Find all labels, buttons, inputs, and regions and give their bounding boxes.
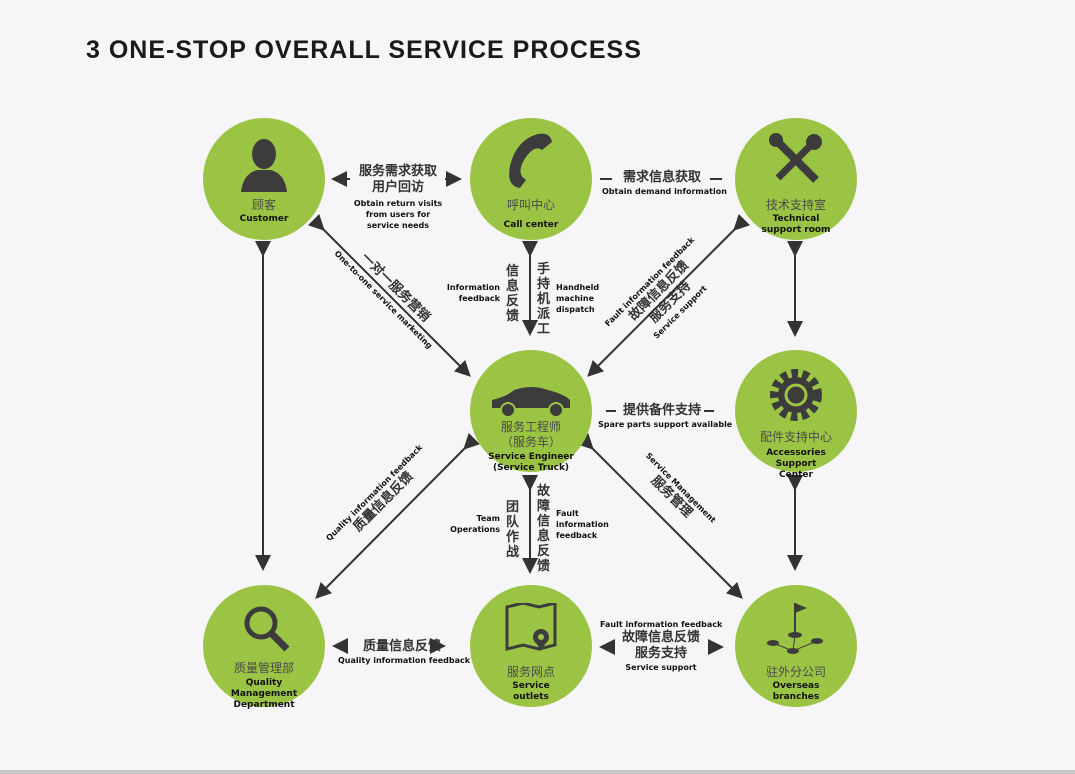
node-call-zh: 呼叫中心 — [506, 198, 555, 212]
label-zh: 团队作战 — [505, 500, 519, 560]
label-zh: 需求信息获取 — [622, 170, 701, 185]
node-overseas: 驻外分公司 Overseas branches — [735, 585, 857, 707]
node-accessories: 配件支持中心 Accessories Support Center — [735, 350, 857, 480]
node-accessories-en: Accessories Support Center — [766, 448, 826, 480]
node-overseas-zh: 驻外分公司 — [765, 665, 826, 679]
label-en: Spare parts support available — [598, 420, 733, 429]
label-zh: 故障信息反馈 — [621, 630, 700, 645]
node-tech-zh: 技术支持室 — [765, 198, 826, 212]
node-customer-zh: 顾客 — [251, 198, 276, 212]
label-en: Service support — [625, 663, 697, 672]
arrow-engineer-overseas — [576, 432, 743, 599]
arrow-tech-engineer — [587, 213, 751, 377]
node-service-engineer: 服务工程师（服务车） Service Engineer (Service Tru… — [470, 350, 592, 473]
node-outlets: 服务网点 Service outlets — [470, 585, 592, 707]
gear-icon — [770, 369, 822, 421]
label-zh: 信息反馈 — [505, 264, 519, 324]
label-zh: 质量信息反馈 — [362, 639, 441, 654]
label-en: Quality information feedback — [338, 656, 471, 665]
label-zh: 提供备件支持 — [622, 403, 701, 418]
label-en: Obtain return visits from users for serv… — [353, 199, 443, 230]
label-zh: 服务需求获取 — [358, 164, 437, 179]
network-flag-icon — [767, 603, 823, 654]
label-zh: 故障信息反馈 — [536, 484, 550, 574]
label-zh: 用户回访 — [371, 180, 424, 195]
label-outlets-overseas: Fault information feedback 故障信息反馈 服务支持 S… — [600, 619, 722, 673]
person-icon — [241, 139, 287, 192]
node-outlets-en: Service outlets — [512, 681, 550, 702]
node-overseas-en: Overseas branches — [772, 681, 820, 702]
node-tech-en: Technical support room — [761, 214, 831, 235]
label-zh: 服务支持 — [634, 646, 687, 661]
node-accessories-zh: 配件支持中心 — [759, 430, 832, 444]
label-en: Fault information feedback — [556, 509, 609, 540]
label-quality-outlets: 质量信息反馈 Quality information feedback — [338, 639, 471, 666]
arrow-engineer-quality — [315, 432, 481, 599]
node-call-center: 呼叫中心 Call center — [470, 118, 592, 240]
node-customer-en: Customer — [239, 214, 289, 224]
node-customer: 顾客 Customer — [203, 118, 325, 240]
tools-icon — [769, 133, 822, 183]
label-en: Obtain demand information — [602, 187, 727, 196]
label-en: Team Operations — [450, 514, 500, 534]
node-engineer-en: Service Engineer (Service Truck) — [488, 452, 574, 473]
map-pin-icon — [505, 603, 557, 651]
label-zh: 手持机派工 — [536, 262, 550, 337]
label-en: Fault information feedback — [600, 620, 723, 629]
node-outlets-zh: 服务网点 — [506, 665, 555, 679]
label-engineer-accessories: 提供备件支持 Spare parts support available — [598, 403, 733, 430]
node-quality-en: Quality Management Department — [230, 678, 298, 710]
node-tech-support: 技术支持室 Technical support room — [735, 118, 857, 240]
node-quality: 质量管理部 Quality Management Department — [203, 585, 325, 710]
label-call-tech: 需求信息获取 Obtain demand information — [602, 170, 727, 197]
page-title: 3 ONE-STOP OVERALL SERVICE PROCESS — [86, 36, 642, 64]
phone-icon — [509, 133, 552, 188]
label-en: Information feedback — [446, 283, 500, 303]
car-icon — [492, 387, 570, 418]
label-en: Handheld machine dispatch — [556, 283, 600, 314]
node-engineer-zh: 服务工程师（服务车） — [500, 420, 561, 449]
node-quality-zh: 质量管理部 — [233, 661, 294, 675]
magnifier-icon — [244, 606, 290, 652]
arrow-customer-engineer — [307, 213, 471, 377]
bottom-divider — [0, 770, 1075, 774]
label-customer-call: 服务需求获取 用户回访 Obtain return visits from us… — [350, 164, 446, 231]
node-call-en: Call center — [503, 220, 559, 230]
